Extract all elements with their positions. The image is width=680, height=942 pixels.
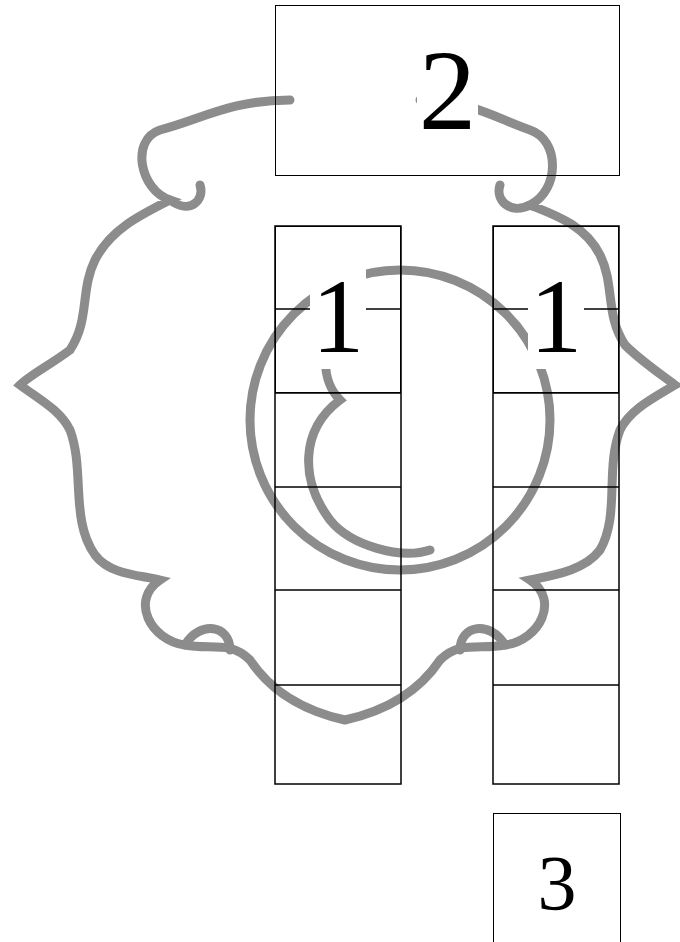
number-box: 2	[275, 5, 620, 176]
number-box: 1	[493, 226, 619, 393]
callout-number: 2	[417, 33, 479, 148]
watermark-logo	[20, 100, 675, 720]
callout-number: 1	[528, 264, 585, 369]
number-box: 1	[275, 226, 401, 393]
number-box: 3	[493, 813, 621, 942]
callout-number: 1	[310, 264, 367, 369]
cell-column	[275, 226, 619, 784]
callout-number: 3	[536, 844, 579, 922]
